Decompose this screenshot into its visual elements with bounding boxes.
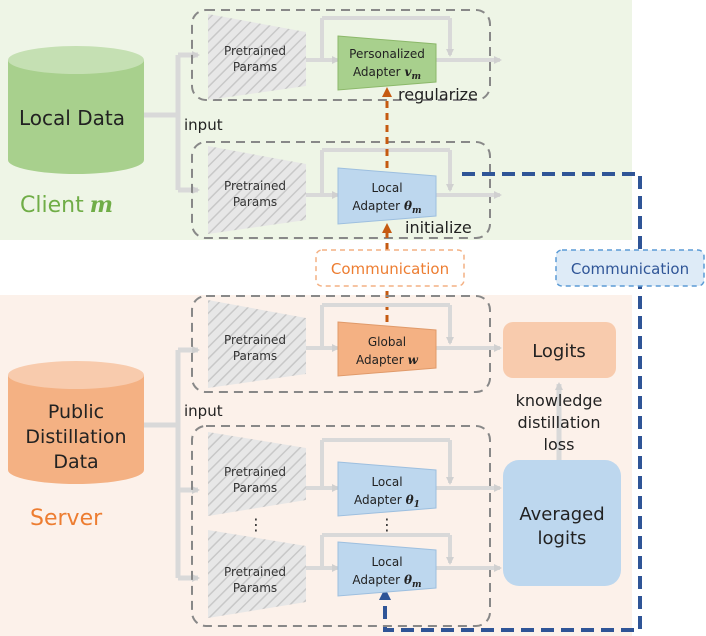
personalized-adapter — [337, 35, 437, 91]
svg-text:Distillation: Distillation — [25, 426, 126, 448]
server-local-adapter-m — [337, 541, 437, 597]
server-global-pretrained — [208, 300, 306, 388]
client-local-block — [191, 141, 491, 239]
server-input-arrows — [144, 346, 200, 582]
server-local1-flow — [306, 438, 502, 492]
initialize-label: initialize — [405, 218, 472, 237]
svg-text:Params: Params — [233, 195, 277, 209]
local-data-label: Local Data — [19, 106, 125, 130]
communication-right-label: Communication — [571, 260, 689, 278]
server-localm-pretrained — [208, 530, 306, 618]
public-data-cylinder — [8, 361, 144, 484]
server-local1-pretrained — [208, 432, 306, 516]
averaged-label-1: Averaged — [519, 504, 604, 525]
svg-text:Local: Local — [371, 181, 402, 195]
kd-label-3: loss — [544, 435, 575, 454]
kd-label-1: knowledge — [516, 391, 603, 410]
client-local-adapter — [337, 167, 437, 225]
communication-left-label: Communication — [331, 260, 449, 278]
svg-text:Local: Local — [371, 555, 402, 569]
local-data-cylinder — [8, 46, 144, 174]
svg-text:Personalized: Personalized — [349, 47, 425, 61]
communication-right-box — [555, 249, 705, 287]
server-global-block — [191, 295, 491, 393]
svg-text:Pretrained: Pretrained — [224, 565, 286, 579]
client-input-label: input — [184, 116, 223, 134]
averaged-logits-box — [503, 460, 621, 586]
client-personalized-block — [191, 9, 491, 101]
communication-left-box — [315, 249, 465, 287]
ellipsis-left: ⋮ — [248, 515, 264, 534]
svg-text:Pretrained: Pretrained — [224, 44, 286, 58]
logits-box — [503, 322, 616, 378]
regularize-label: regularize — [398, 85, 478, 104]
ellipsis-right: ⋮ — [379, 515, 395, 534]
svg-text:Local: Local — [371, 475, 402, 489]
communication-loop — [379, 172, 642, 632]
client-input-arrows — [144, 51, 200, 194]
kd-label-2: distillation — [518, 413, 601, 432]
server-input-label: input — [184, 402, 223, 420]
svg-text:Params: Params — [233, 60, 277, 74]
svg-text:Params: Params — [233, 349, 277, 363]
server-localm-flow — [306, 533, 502, 572]
svg-text:Pretrained: Pretrained — [224, 333, 286, 347]
svg-text:Global: Global — [368, 335, 406, 349]
svg-text:Public: Public — [48, 401, 104, 423]
server-local-block — [191, 425, 491, 627]
server-local-adapter-1 — [337, 461, 437, 517]
server-global-flow — [306, 303, 502, 352]
server-title: Server — [30, 506, 103, 531]
svg-text:Data: Data — [53, 451, 98, 473]
global-adapter — [337, 321, 437, 377]
svg-text:Pretrained: Pretrained — [224, 179, 286, 193]
svg-text:Params: Params — [233, 481, 277, 495]
logits-label: Logits — [532, 341, 586, 362]
svg-text:Pretrained: Pretrained — [224, 465, 286, 479]
svg-text:Params: Params — [233, 581, 277, 595]
client-top-pretrained — [208, 14, 306, 100]
client-bottom-pretrained — [208, 146, 306, 234]
client-top-flow — [306, 16, 502, 64]
averaged-label-2: logits — [538, 528, 587, 549]
